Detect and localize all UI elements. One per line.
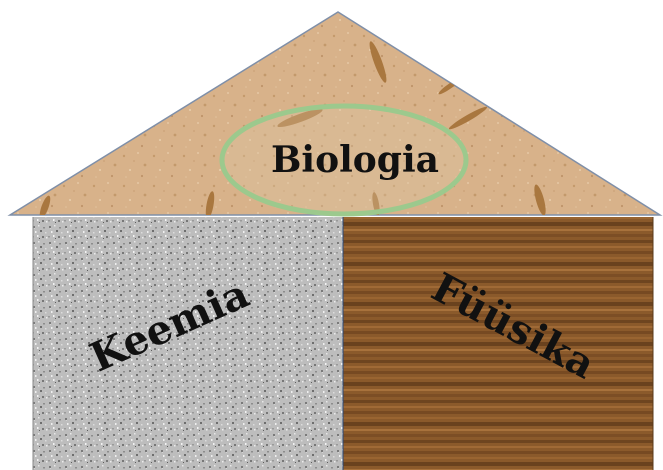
roof: Biologia <box>10 12 660 219</box>
granite-block <box>33 217 343 470</box>
roof-label: Biologia <box>271 139 439 181</box>
right-block: Füüsika <box>343 217 653 470</box>
left-block: Keemia <box>33 217 343 470</box>
